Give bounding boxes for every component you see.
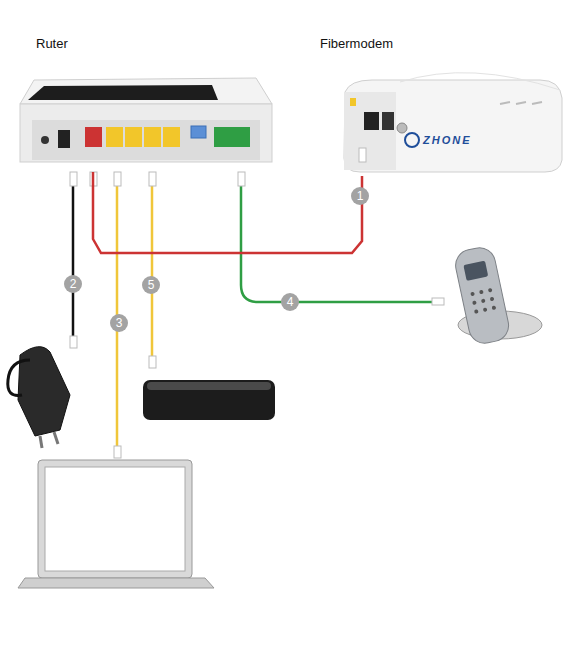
key	[490, 297, 495, 302]
device-title: Ruter	[36, 36, 68, 51]
key	[483, 307, 488, 312]
callout-number: 1	[351, 187, 369, 205]
plug	[149, 172, 156, 186]
modem-panel	[344, 92, 396, 170]
laptop	[18, 460, 214, 588]
modem-curve	[400, 73, 560, 90]
plug	[114, 172, 121, 186]
laptop-base	[18, 578, 214, 588]
cables	[73, 186, 432, 446]
usb-port	[191, 126, 206, 138]
device-title: Fibermodem	[320, 36, 393, 51]
router-illustration	[20, 78, 272, 162]
key	[488, 288, 493, 293]
plug	[114, 446, 121, 458]
adapter-cord	[8, 360, 30, 395]
tv-box-top	[147, 382, 271, 390]
modem-body	[344, 80, 562, 172]
key	[481, 298, 486, 303]
plug	[359, 148, 366, 162]
phone-handset	[453, 245, 512, 346]
router-top	[20, 78, 272, 104]
tv-box	[143, 380, 275, 420]
router-display	[28, 85, 218, 100]
key	[492, 305, 497, 310]
lan-port	[125, 127, 142, 147]
laptop-lid	[38, 460, 192, 578]
plug	[70, 172, 77, 186]
device-node: FibermodemZHONE	[302, 36, 564, 176]
fiber-cable	[93, 172, 362, 253]
tv-box-body	[143, 380, 275, 420]
lan-cable	[151, 186, 154, 356]
adapter-prong	[54, 432, 58, 444]
modem-light	[532, 102, 542, 104]
modem-light	[516, 102, 526, 104]
plug	[238, 172, 245, 186]
phone-port	[214, 127, 250, 147]
plug	[149, 356, 156, 368]
modem-port	[364, 112, 379, 130]
plug	[70, 336, 77, 348]
key	[472, 300, 477, 305]
router-back	[20, 104, 272, 162]
modem-coax	[397, 123, 407, 133]
lan-port	[106, 127, 123, 147]
adapter-prong	[40, 436, 42, 448]
modem-light	[500, 102, 510, 104]
phone-screen	[463, 261, 488, 281]
key	[474, 309, 479, 314]
plug	[432, 298, 444, 305]
power-adapter	[8, 347, 70, 448]
modem-led	[350, 98, 356, 106]
plugs	[70, 148, 444, 458]
modem-logo	[405, 133, 419, 147]
phone-keypad	[470, 288, 496, 314]
phone-cable	[241, 186, 432, 302]
callout-number: 3	[110, 314, 128, 332]
modem-illustration	[344, 73, 562, 172]
reset-button	[41, 136, 49, 144]
lan-port	[163, 127, 180, 147]
device-node: Ruter	[18, 36, 276, 172]
router-panel	[32, 120, 260, 160]
power-port	[58, 130, 70, 148]
power-cable	[72, 186, 75, 336]
callout-number: 5	[142, 276, 160, 294]
key	[479, 290, 484, 295]
lan-port	[144, 127, 161, 147]
brand-logo: ZHONE	[423, 134, 472, 146]
cordless-phone	[453, 245, 542, 346]
key	[470, 292, 475, 297]
callout-number: 2	[64, 275, 82, 293]
laptop-screen	[45, 467, 185, 571]
callout-number: 4	[281, 293, 299, 311]
wan-port	[85, 127, 102, 147]
modem-port	[382, 112, 394, 130]
